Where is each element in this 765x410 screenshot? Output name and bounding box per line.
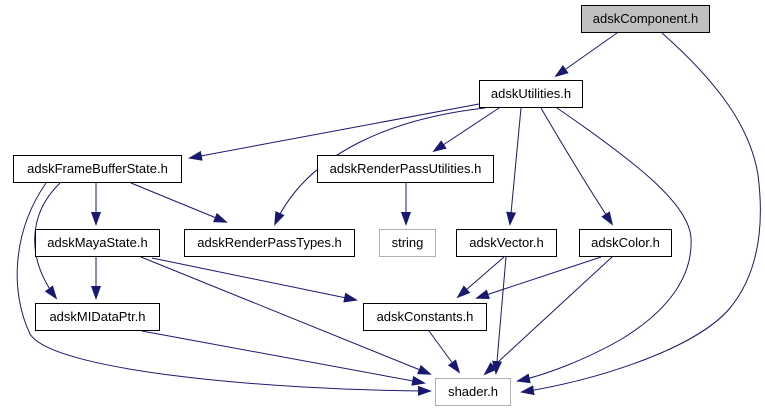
- edge-adskMIDataPtr-to-shader: [141, 330, 426, 386]
- node-adskUtilities[interactable]: adskUtilities.h: [479, 80, 583, 108]
- node-string: string: [379, 229, 436, 257]
- node-adskConstants[interactable]: adskConstants.h: [363, 303, 487, 331]
- edge-adskConstants-to-shader: [428, 330, 461, 374]
- node-adskRenderPassUtilities[interactable]: adskRenderPassUtilities.h: [317, 155, 494, 183]
- edges-group: [16, 32, 761, 396]
- edge-adskColor-to-shader: [483, 256, 613, 376]
- edge-adskMayaState-to-shader: [140, 256, 432, 375]
- edge-adskColor-to-adskConstants: [475, 256, 602, 299]
- node-adskMayaState[interactable]: adskMayaState.h: [35, 229, 160, 257]
- edge-adskComponent-to-adskUtilities: [554, 32, 618, 78]
- edge-adskComponent-to-shader: [520, 32, 761, 396]
- edge-adskMayaState-to-adskConstants: [151, 257, 358, 303]
- edge-adskUtilities-to-adskVector: [506, 107, 522, 226]
- node-adskRenderPassTypes[interactable]: adskRenderPassTypes.h: [184, 229, 355, 257]
- edge-adskFrameBufferState-to-adskRenderPassTypes: [130, 182, 228, 223]
- edge-adskUtilities-to-adskColor: [540, 107, 614, 226]
- edge-adskUtilities-to-shader: [516, 107, 692, 384]
- edge-adskUtilities-to-adskRenderPassTypes: [274, 107, 486, 226]
- node-adskFrameBufferState[interactable]: adskFrameBufferState.h: [13, 155, 182, 183]
- edge-adskUtilities-to-adskRenderPassUtilities: [432, 107, 500, 153]
- node-adskVector[interactable]: adskVector.h: [456, 229, 557, 257]
- node-adskMIDataPtr[interactable]: adskMIDataPtr.h: [35, 303, 160, 331]
- node-adskComponent: adskComponent.h: [581, 5, 710, 33]
- edge-adskVector-to-shader: [492, 256, 507, 375]
- edge-adskVector-to-adskConstants: [456, 256, 505, 299]
- node-adskColor[interactable]: adskColor.h: [579, 229, 672, 257]
- edge-adskFrameBufferState-to-shader: [16, 182, 432, 396]
- edge-adskUtilities-to-adskFrameBufferState: [188, 103, 480, 161]
- edge-adskFrameBufferState-to-adskMIDataPtr: [34, 182, 61, 300]
- node-shader: shader.h: [435, 378, 511, 406]
